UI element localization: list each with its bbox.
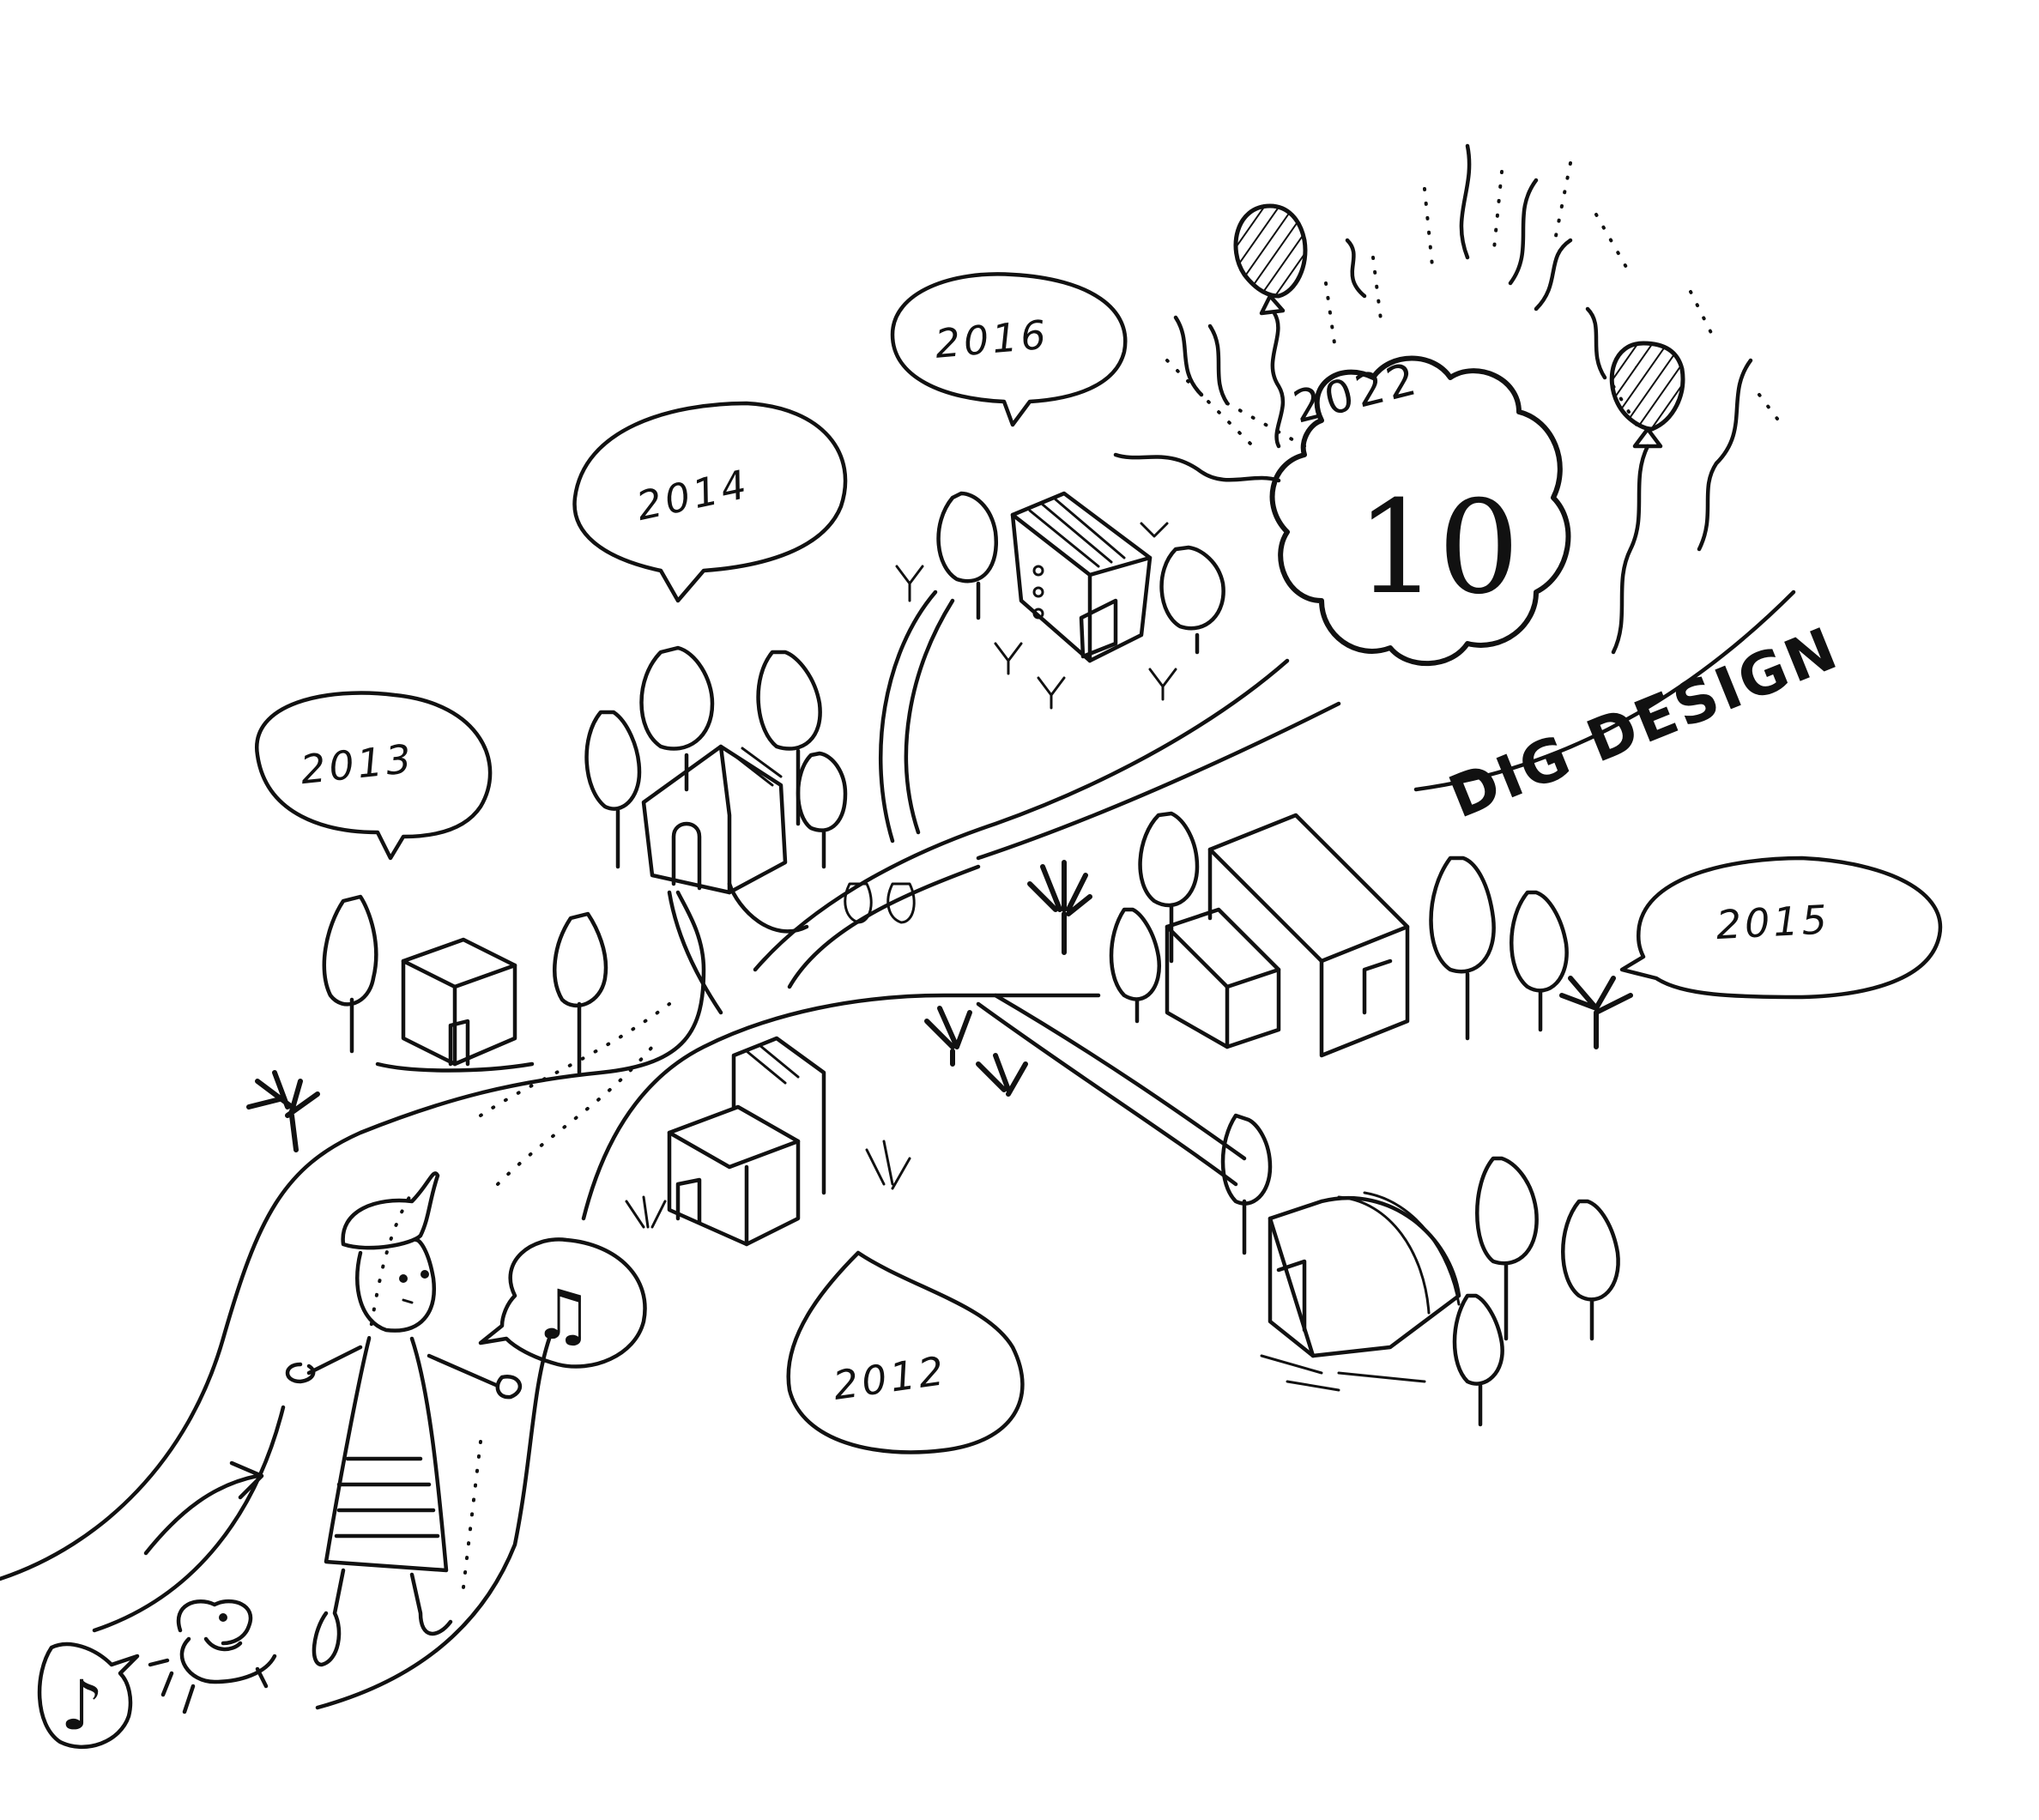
house-2013 <box>375 937 535 1073</box>
dog-figure <box>148 1599 277 1714</box>
music-bubble-right: ♫ <box>478 1237 647 1369</box>
trees-arched <box>1220 1113 1620 1427</box>
label-2016: 2016 <box>933 311 1050 366</box>
balloon-right <box>1609 341 1685 655</box>
bubble-2014: 2014 <box>572 401 848 603</box>
label-2014: 2014 <box>632 460 753 529</box>
anniversary-cloud: 10 <box>1269 355 1571 667</box>
winding-path <box>0 590 1341 1710</box>
brand-text: DIG DESIGN <box>1440 614 1848 831</box>
house-2016 <box>1010 491 1153 663</box>
bubble-2013: 2013 <box>255 691 493 861</box>
label-2012: 2012 <box>831 1347 950 1409</box>
bubble-2012: 2012 <box>786 1250 1025 1454</box>
girl-figure <box>285 1171 522 1667</box>
buildings-2015 <box>1165 813 1410 1058</box>
trees-2015 <box>1109 811 1569 1041</box>
label-2022: 2022 <box>1288 354 1424 434</box>
trees-2014 <box>584 645 848 869</box>
house-2014 <box>641 744 788 895</box>
label-2013: 2013 <box>299 735 417 794</box>
label-2015: 2015 <box>1715 896 1831 948</box>
bushes <box>246 860 1633 1229</box>
house-2012 <box>667 1036 826 1247</box>
anniversary-number: 10 <box>1356 474 1520 623</box>
bubble-2015: 2015 <box>1619 856 1943 1000</box>
balloon-left <box>1233 203 1308 449</box>
arched-building <box>1260 1191 1461 1392</box>
trees-2013 <box>322 894 608 1075</box>
direction-arrow <box>143 1460 264 1556</box>
music-note-single-icon: ♪ <box>60 1666 104 1745</box>
confetti <box>1113 143 1787 552</box>
music-note-double-icon: ♫ <box>532 1275 594 1355</box>
music-bubble-left: ♪ <box>37 1642 140 1750</box>
bubble-2016: 2016 <box>890 272 1128 427</box>
trees-2016 <box>895 491 1225 710</box>
brand-wordmark: DIG DESIGN <box>1413 590 1848 832</box>
